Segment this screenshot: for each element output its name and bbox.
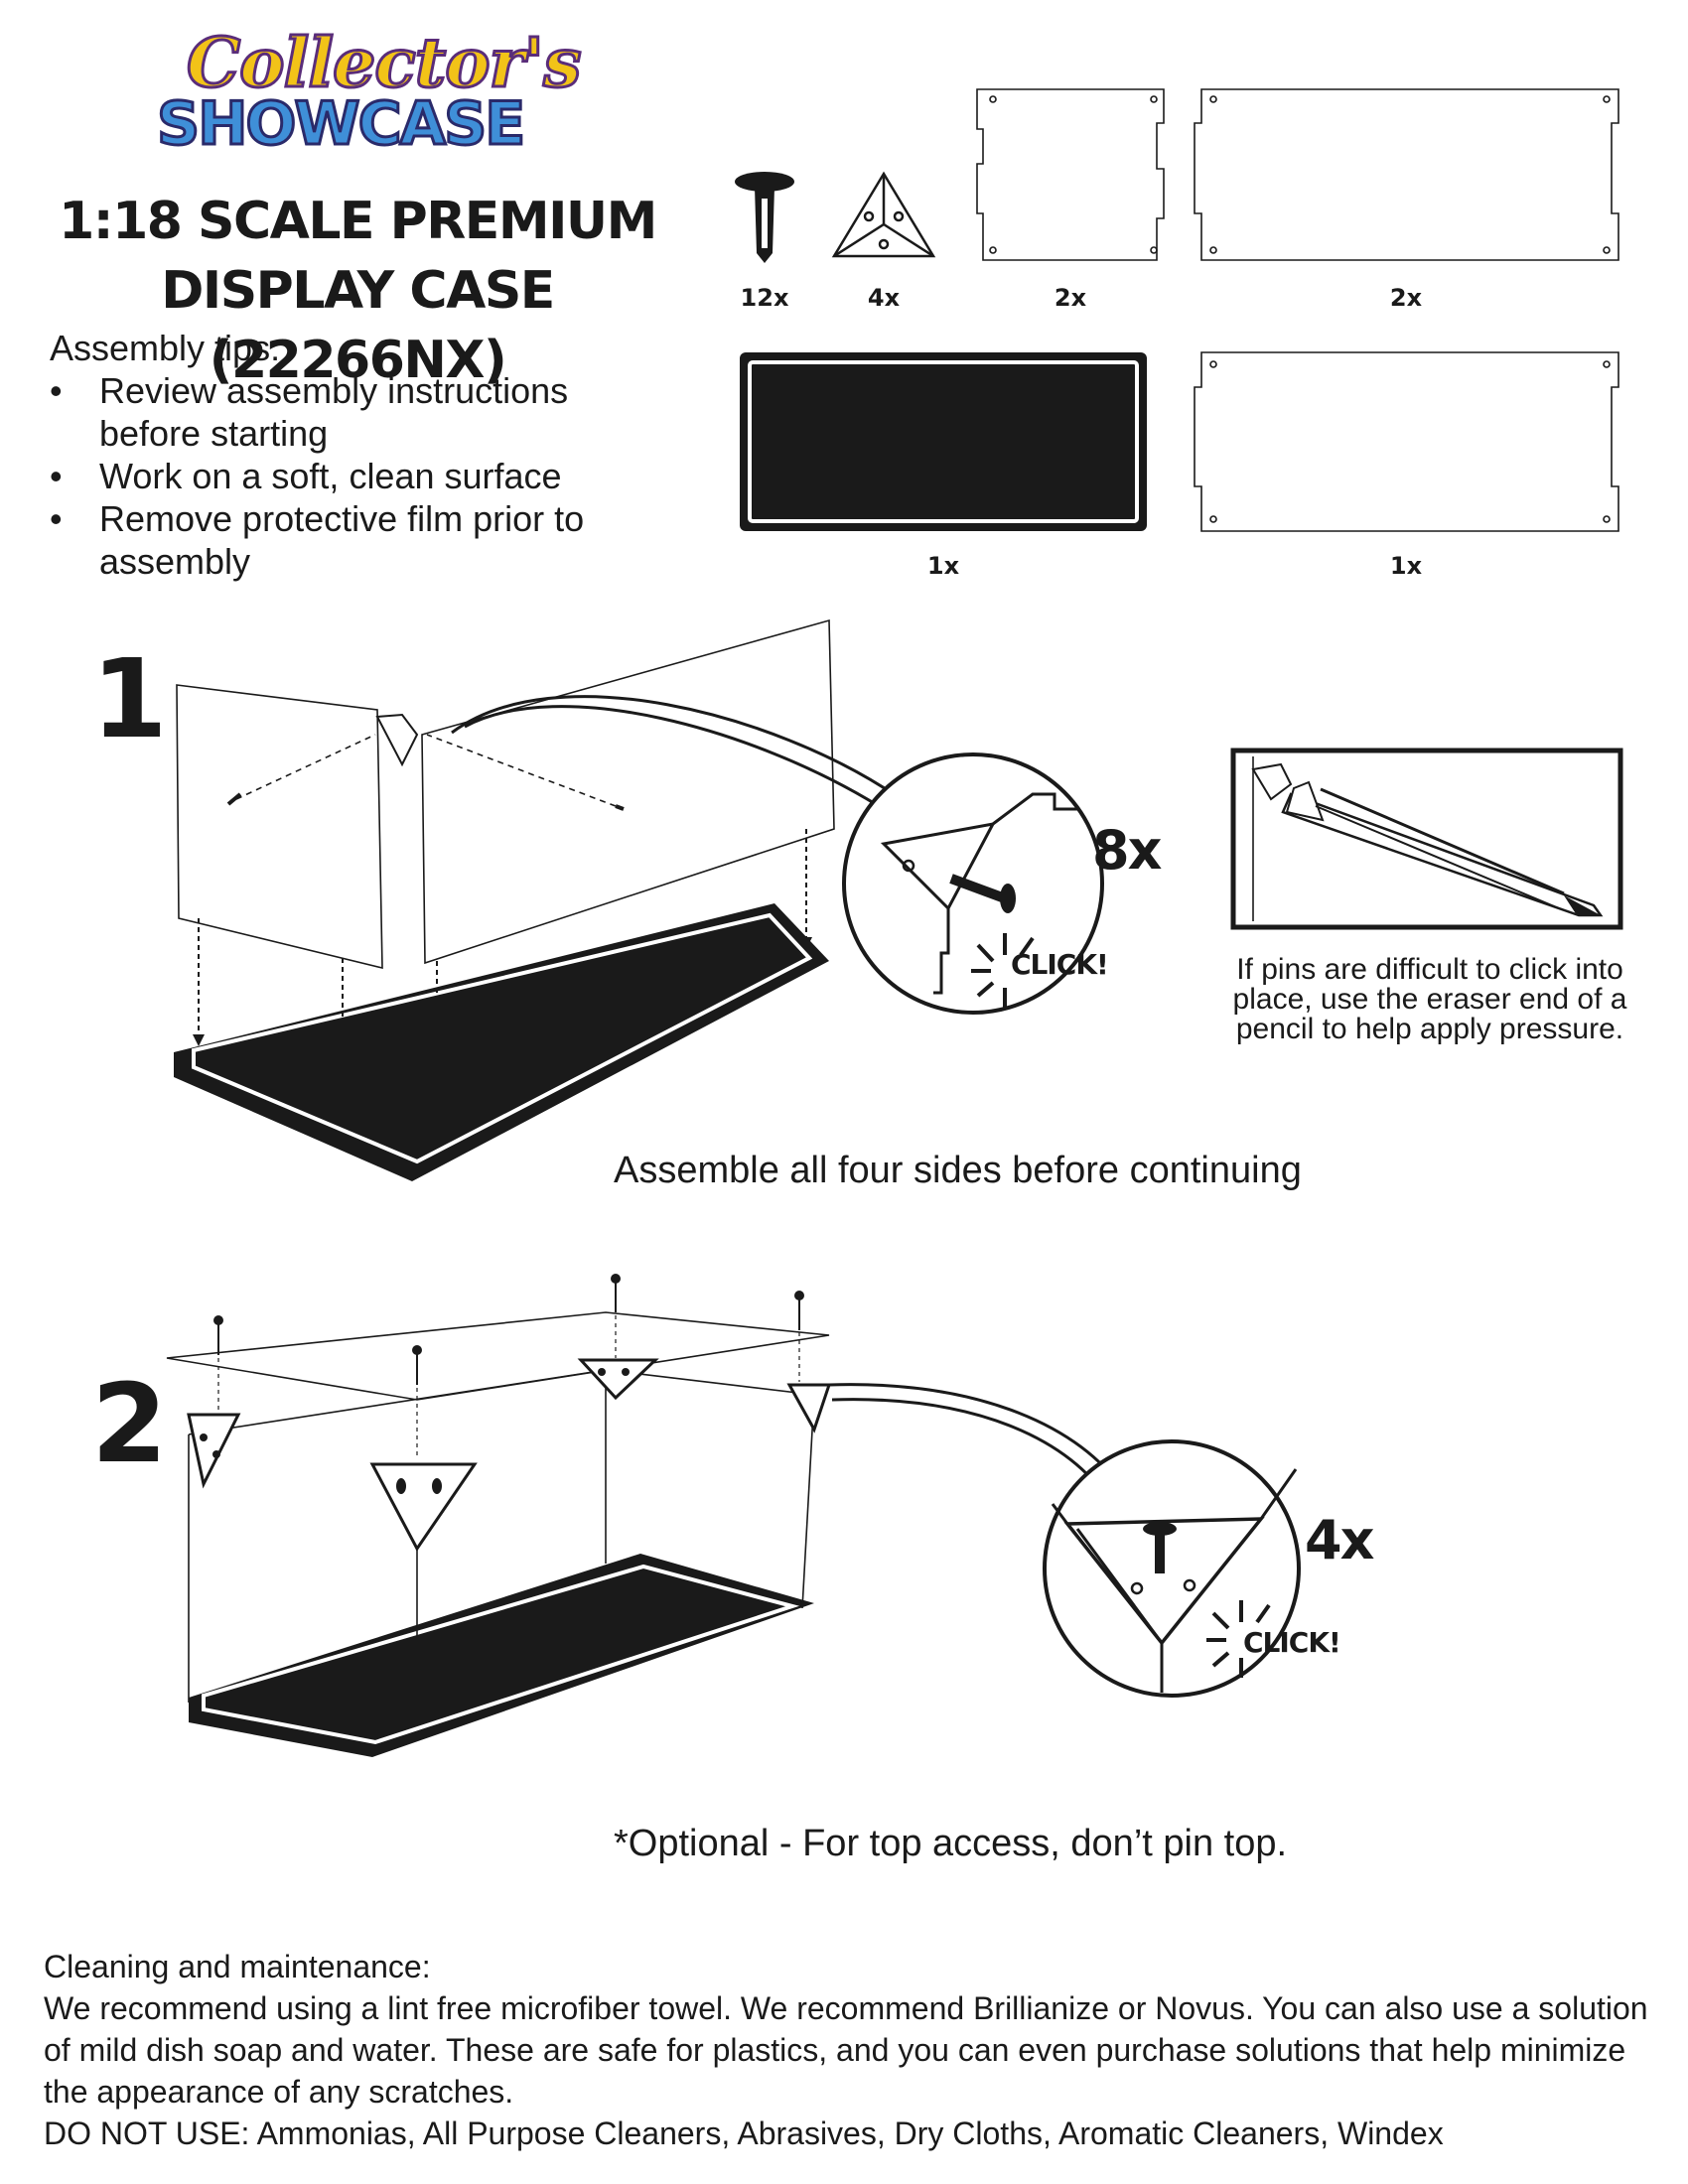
step1-number: 1 bbox=[91, 635, 168, 762]
step1-count: 8x bbox=[1092, 819, 1162, 882]
step2-number: 2 bbox=[91, 1360, 168, 1487]
top-panel-qty: 1x bbox=[1389, 552, 1423, 580]
tip-item: Remove protective film prior to assembly bbox=[50, 497, 645, 583]
page-title: 1:18 SCALE PREMIUM DISPLAY CASE (22266NX… bbox=[40, 187, 675, 395]
brand-logo: Collector's SHOWCASE bbox=[149, 23, 583, 161]
top-panel-icon bbox=[1194, 351, 1619, 532]
base-qty: 1x bbox=[926, 552, 960, 580]
tip-item: Work on a soft, clean surface bbox=[50, 455, 645, 497]
tips-heading: Assembly tips: bbox=[50, 328, 281, 368]
base-icon bbox=[740, 352, 1147, 531]
pencil-icon bbox=[1230, 748, 1623, 930]
step2-caption: *Optional - For top access, don’t pin to… bbox=[614, 1823, 1288, 1864]
pin-qty: 12x bbox=[740, 284, 789, 312]
cleaning-section: Cleaning and maintenance: We recommend u… bbox=[44, 1946, 1652, 2154]
step2-click-label: CLICK! bbox=[1243, 1626, 1341, 1659]
long-panel-icon bbox=[1194, 88, 1619, 261]
logo-line2: SHOWCASE bbox=[155, 88, 526, 161]
step2-count: 4x bbox=[1305, 1509, 1374, 1571]
step2-diagram bbox=[166, 1274, 1301, 1757]
cleaning-body: We recommend using a lint free microfibe… bbox=[44, 1990, 1648, 2110]
step1-click-label: CLICK! bbox=[1011, 948, 1109, 981]
title-line1: 1:18 SCALE PREMIUM bbox=[59, 192, 657, 251]
corner-qty: 4x bbox=[867, 284, 901, 312]
tips-list: Review assembly instructions before star… bbox=[50, 369, 645, 583]
step1-diagram bbox=[174, 618, 1104, 1181]
corner-icon bbox=[831, 171, 936, 258]
side-panel-qty: 2x bbox=[1054, 284, 1087, 312]
pin-icon bbox=[735, 172, 794, 263]
side-panel-icon bbox=[976, 88, 1165, 261]
step1-caption: Assemble all four sides before continuin… bbox=[614, 1150, 1302, 1191]
cleaning-heading: Cleaning and maintenance: bbox=[44, 1949, 431, 1984]
logo-line1: Collector's bbox=[186, 23, 584, 105]
long-panel-qty: 2x bbox=[1389, 284, 1423, 312]
tip-item: Review assembly instructions before star… bbox=[50, 369, 645, 455]
pencil-tip: If pins are difficult to click into plac… bbox=[1232, 953, 1627, 1045]
cleaning-warning: DO NOT USE: Ammonias, All Purpose Cleane… bbox=[44, 2116, 1444, 2151]
